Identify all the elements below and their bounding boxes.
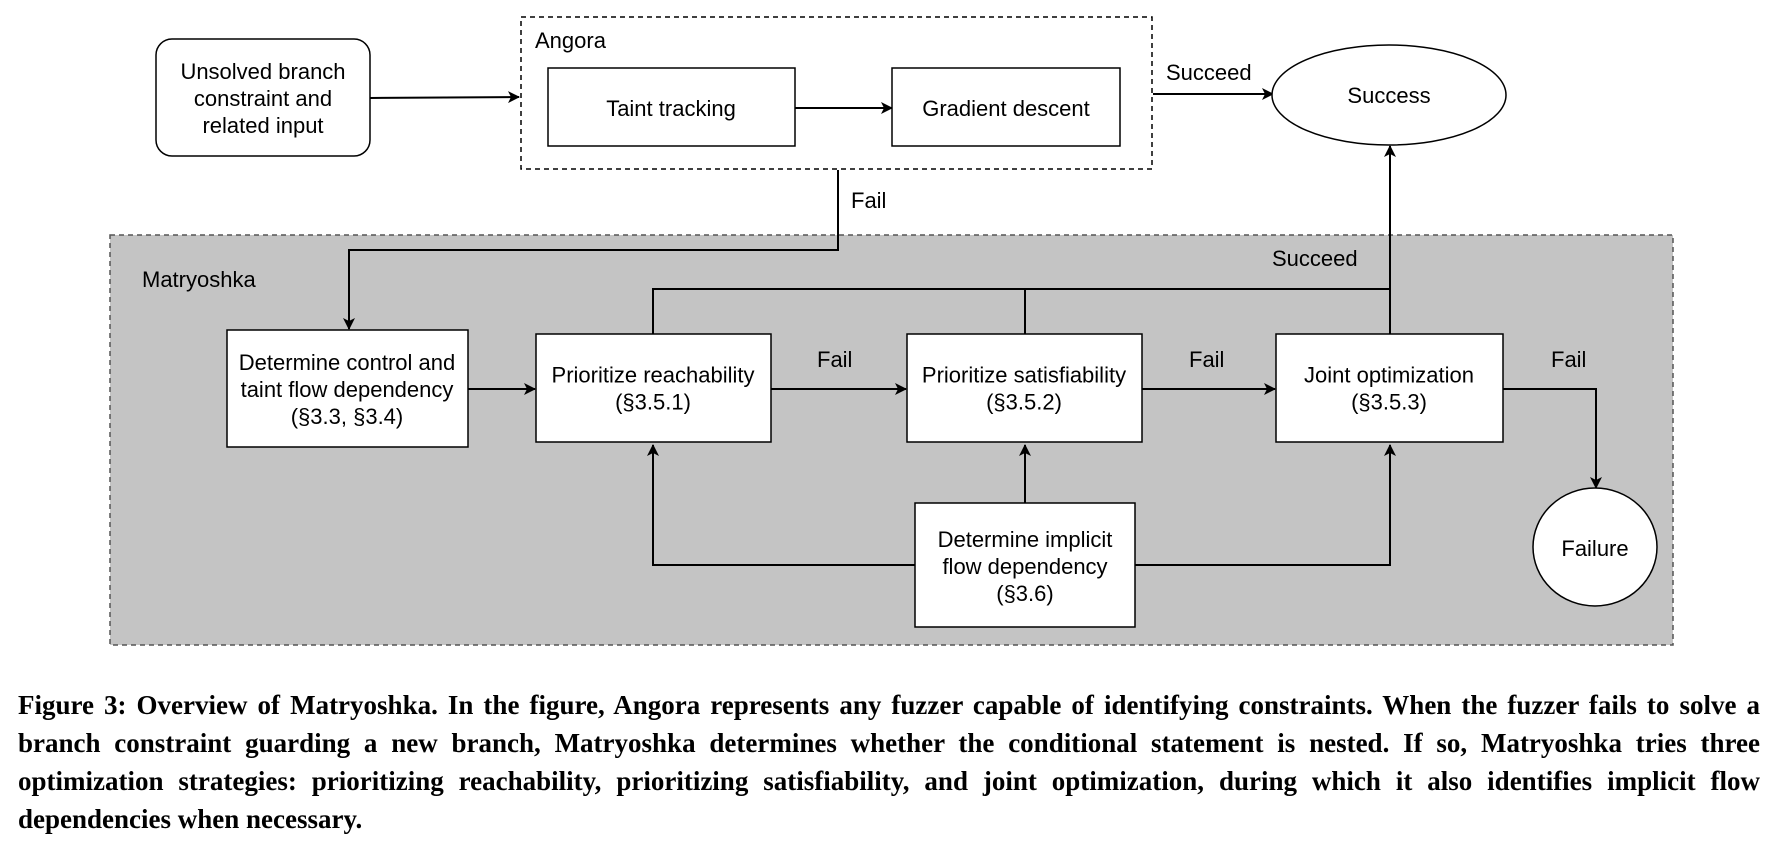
label-joint-fail: Fail [1551, 347, 1586, 372]
node-label-line: taint flow dependency [241, 377, 454, 402]
node-failure: Failure [1532, 487, 1658, 607]
edge-joint-to-failure [1503, 388, 1602, 489]
angora-region-label: Angora [535, 28, 607, 53]
svg-text:Gradient descent: Gradient descent [922, 96, 1090, 121]
node-label-line: Determine implicit [938, 527, 1113, 552]
matryoshka-region-label: Matryoshka [142, 267, 256, 292]
node-prioritize-reachability: Prioritize reachability(§3.5.1) [535, 333, 772, 443]
node-label-line: Unsolved branch [180, 59, 345, 84]
label-angora-succeed: Succeed [1166, 60, 1252, 85]
svg-text:Joint optimization(§3.5.3): Joint optimization(§3.5.3) [1304, 363, 1474, 415]
svg-text:Failure: Failure [1561, 536, 1628, 561]
node-prioritize-satisfiability: Prioritize satisfiability(§3.5.2) [906, 333, 1143, 443]
node-label-line: (§3.6) [996, 581, 1053, 606]
node-label-line: Taint tracking [606, 96, 736, 121]
node-taint-tracking: Taint tracking [547, 67, 796, 147]
node-label-line: Gradient descent [922, 96, 1090, 121]
node-label-line: constraint and [194, 86, 332, 111]
edge-implicit-to-reachability [647, 444, 915, 566]
node-label-line: Prioritize reachability [552, 363, 755, 388]
node-label-line: related input [202, 113, 323, 138]
node-success: Success [1271, 44, 1507, 146]
node-label-line: (§3.5.2) [986, 390, 1062, 415]
edges [343, 88, 1602, 566]
node-label-line: Joint optimization [1304, 363, 1474, 388]
node-label-line: (§3.5.3) [1351, 390, 1427, 415]
label-angora-fail: Fail [851, 188, 886, 213]
label-matryoshka-succeed: Succeed [1272, 246, 1358, 271]
label-satisfiability-fail: Fail [1189, 347, 1224, 372]
node-label-line: Prioritize satisfiability [922, 363, 1126, 388]
node-label-line: (§3.3, §3.4) [291, 404, 404, 429]
overview-diagram: Matryoshka Angora Succeed Fail Succeed F… [109, 16, 1674, 646]
node-label-line: Failure [1561, 536, 1628, 561]
edge-succeed-bus [652, 288, 1390, 334]
edge-angora-fail [343, 170, 839, 330]
edge-implicit-to-joint [1135, 444, 1396, 566]
svg-text:Success: Success [1347, 83, 1430, 108]
node-label-line: Success [1347, 83, 1430, 108]
node-joint-optimization: Joint optimization(§3.5.3) [1275, 333, 1504, 443]
svg-text:Prioritize satisfiability(§3.5: Prioritize satisfiability(§3.5.2) [922, 363, 1126, 415]
label-reachability-fail: Fail [817, 347, 852, 372]
node-gradient-descent: Gradient descent [891, 67, 1121, 147]
node-label-line: flow dependency [942, 554, 1107, 579]
edge-unsolved-to-angora [369, 91, 520, 104]
node-label-line: Determine control and [239, 350, 455, 375]
node-label-line: (§3.5.1) [615, 390, 691, 415]
svg-text:Prioritize reachability(§3.5.1: Prioritize reachability(§3.5.1) [552, 363, 755, 415]
svg-text:Taint tracking: Taint tracking [606, 96, 736, 121]
figure-caption: Figure 3: Overview of Matryoshka. In the… [18, 690, 1760, 834]
